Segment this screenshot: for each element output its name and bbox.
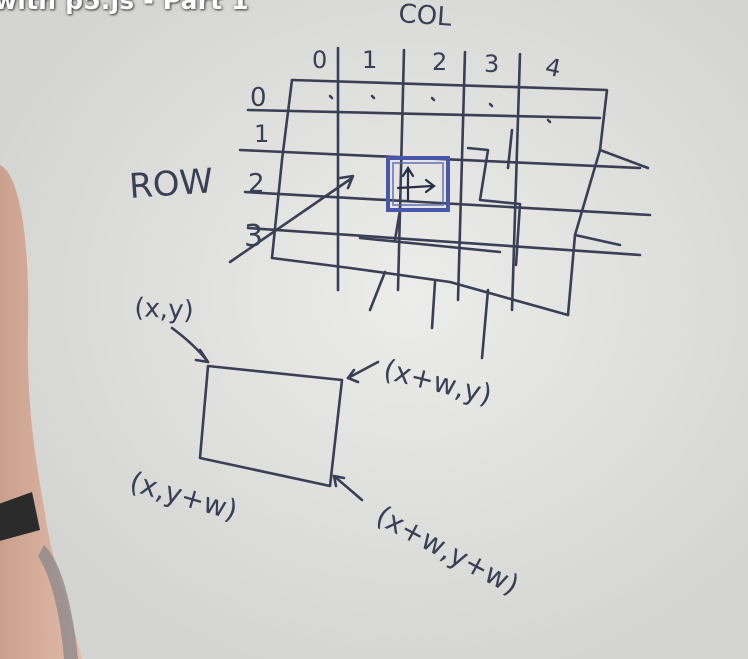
row-number: 0 — [250, 83, 267, 113]
corner-label-top-left: (x,y) — [134, 293, 195, 326]
col-number: 1 — [362, 46, 377, 74]
video-title-overlay: with p5.js - Part 1 — [0, 0, 249, 15]
presenter-arm — [0, 165, 82, 659]
col-number: 3 — [484, 50, 499, 78]
bracelet — [38, 545, 78, 659]
col-number: 2 — [432, 48, 447, 76]
row-number: 3 — [244, 219, 263, 254]
highlighted-cell — [386, 156, 450, 212]
row-label: ROW — [128, 161, 215, 207]
row-number: 2 — [248, 169, 265, 199]
col-number: 0 — [312, 46, 327, 74]
col-number: 4 — [543, 52, 564, 83]
rect-diagram — [170, 326, 380, 502]
row-number: 1 — [254, 120, 269, 148]
col-label: COL — [398, 0, 454, 33]
wristwatch — [0, 492, 40, 541]
